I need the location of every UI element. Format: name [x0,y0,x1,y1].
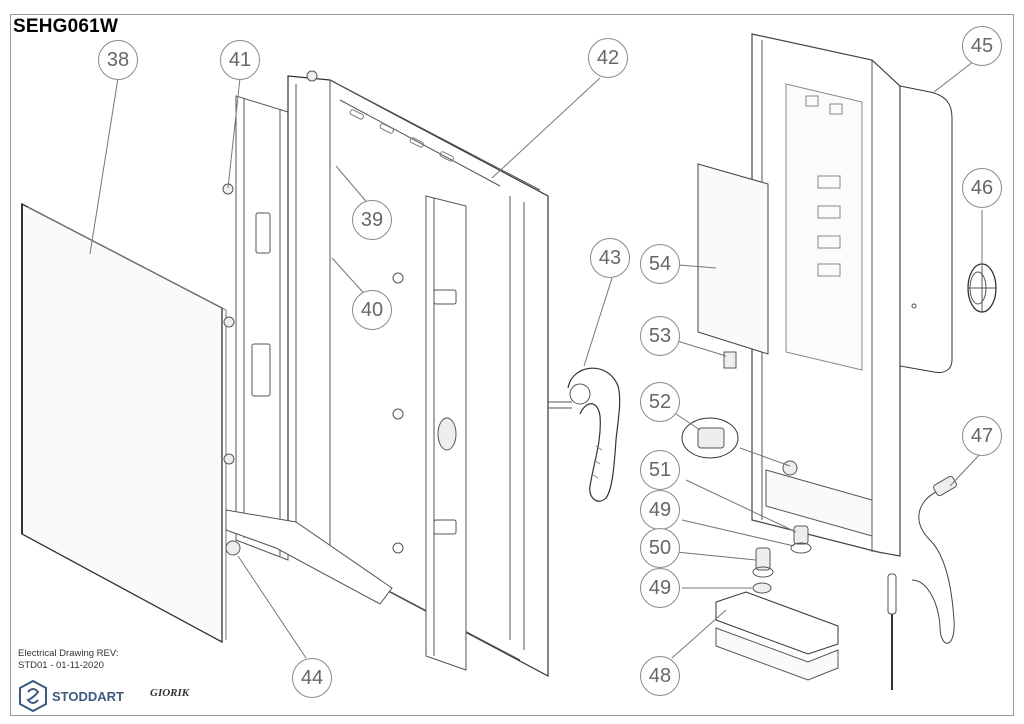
control-housing-45 [751,33,953,557]
connector-50 [752,547,774,578]
drip-tray-44 [225,509,393,605]
probe-47 [887,475,957,690]
callout-43: 43 [590,238,630,278]
cover-plate-54 [697,163,769,355]
callout-49-lower: 49 [640,568,680,608]
revision-line-2: STD01 - 01-11-2020 [18,660,104,671]
revision-info: Electrical Drawing REV: STD01 - 01-11-20… [18,648,118,672]
callout-54: 54 [640,244,680,284]
callout-38: 38 [98,40,138,80]
callout-51: 51 [640,450,680,490]
stoddart-logo: STODDART [19,679,134,713]
stoddart-wordmark: STODDART [52,689,124,704]
revision-line-1: Electrical Drawing REV: [18,648,119,659]
seal-49 [752,582,772,594]
callout-44: 44 [292,658,332,698]
clip-53 [723,351,737,369]
drawing-border [10,14,1014,716]
callout-45: 45 [962,26,1002,66]
drawing-code: SEHG061W [13,16,119,37]
callout-52: 52 [640,382,680,422]
callout-39: 39 [352,200,392,240]
callout-42: 42 [588,38,628,78]
switch-52 [681,417,739,459]
handle-post [425,195,467,671]
callout-47: 47 [962,416,1002,456]
callout-40: 40 [352,290,392,330]
base-48 [715,591,839,681]
fan-guard-46 [967,263,997,313]
connector-51 [790,525,812,554]
callout-41: 41 [220,40,260,80]
giorik-logo: GIORIK [150,687,190,699]
callout-48: 48 [640,656,680,696]
callout-49-upper: 49 [640,490,680,530]
glass-panel-38 [21,202,227,644]
stoddart-logo-mark-icon: STODDART [19,679,124,713]
callout-53: 53 [640,316,680,356]
inner-door-frame-41 [222,95,289,561]
callout-50: 50 [640,528,680,568]
door-handle-43 [548,367,621,502]
callout-46: 46 [962,168,1002,208]
